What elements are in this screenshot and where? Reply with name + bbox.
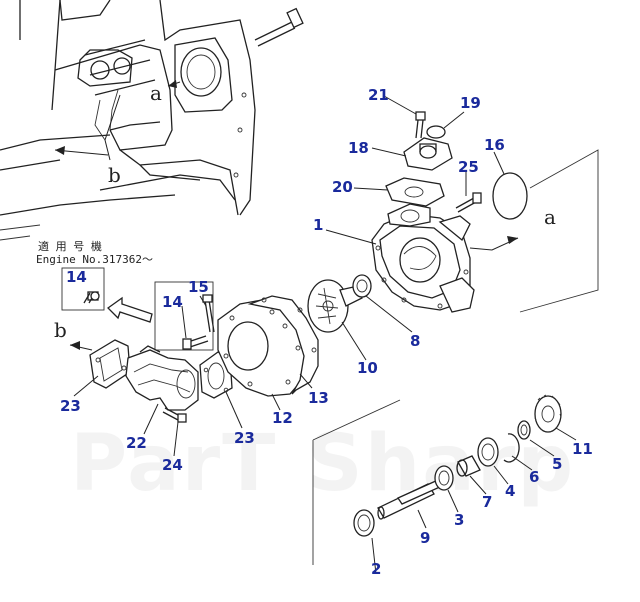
elbow-22 [125, 345, 199, 411]
callout-15: 15 [188, 278, 209, 296]
callout-2: 2 [371, 560, 381, 578]
part-14-bolt-upper [83, 291, 100, 304]
callout-16: 16 [484, 136, 505, 154]
view-letter-a-upper: a [150, 81, 162, 105]
callout-1: 1 [313, 216, 323, 234]
part-24-bolt [162, 407, 187, 423]
oring-19 [426, 125, 446, 139]
view-arrow-a-right: a [469, 205, 556, 251]
view-arrow-b-lower: b [54, 318, 93, 351]
part-14-bolt-lower [182, 335, 209, 350]
bearing-2 [353, 509, 375, 537]
bolt-21 [415, 111, 426, 139]
gasket-23-left [89, 339, 131, 389]
applicability-engine-no: Engine No.317362～ [36, 253, 153, 266]
gasket-20 [385, 177, 445, 207]
callout-23-left: 23 [60, 397, 81, 415]
view-arrow-a-upper: a [150, 80, 181, 105]
callout-numbers: 1 2 3 4 5 6 7 8 9 10 11 12 13 14 14 15 1… [60, 86, 593, 578]
part-15-bolt [202, 294, 215, 333]
callout-18: 18 [348, 139, 369, 157]
leader-lines [73, 95, 577, 575]
part-14-15-box [154, 281, 214, 351]
callout-14-upper: 14 [66, 268, 87, 286]
callout-22: 22 [126, 434, 147, 452]
callout-13: 13 [308, 389, 329, 407]
plate-18 [403, 137, 453, 171]
callout-23-right: 23 [234, 429, 255, 447]
callout-9: 9 [420, 529, 430, 547]
cover-plate-13 [247, 295, 319, 395]
hollow-arrow [106, 296, 153, 323]
callout-21: 21 [368, 86, 389, 104]
seal-8 [352, 274, 372, 298]
bolt-25 [455, 192, 482, 213]
callout-10: 10 [357, 359, 378, 377]
plane-right [519, 149, 599, 313]
callout-14-lower: 14 [162, 293, 183, 311]
callout-8: 8 [410, 332, 420, 350]
view-letter-b-upper: b [108, 163, 121, 187]
view-letter-a-right: a [544, 205, 556, 229]
spacer-7 [456, 455, 481, 477]
callout-12: 12 [272, 409, 293, 427]
bearing-4 [477, 437, 499, 467]
watermark: ParT Sharp [70, 419, 575, 509]
applicability-label-jp: 適 用 号 機 [38, 239, 102, 253]
callout-6: 6 [529, 468, 539, 486]
callout-20: 20 [332, 178, 353, 196]
washer-5 [517, 420, 531, 440]
callout-25: 25 [458, 158, 479, 176]
callout-11: 11 [572, 440, 593, 458]
oring-16 [492, 172, 528, 220]
top-bolt [254, 7, 304, 47]
callout-24: 24 [162, 456, 183, 474]
callout-5: 5 [552, 455, 562, 473]
callout-4: 4 [505, 482, 515, 500]
part-14-box-upper [61, 267, 105, 311]
gear-11 [534, 394, 562, 433]
pump-body-1 [371, 203, 475, 313]
callout-19: 19 [460, 94, 481, 112]
shaft-9 [377, 479, 443, 520]
snap-ring-6 [503, 433, 520, 463]
plane-lower [312, 399, 401, 565]
callout-7: 7 [482, 493, 492, 511]
view-arrow-b-upper: b [54, 94, 121, 187]
bearing-3 [434, 465, 454, 491]
applicability-note: 適 用 号 機 Engine No.317362～ [36, 239, 153, 266]
engine-block [0, 0, 256, 241]
view-letter-b-lower: b [54, 318, 67, 342]
callout-3: 3 [454, 511, 464, 529]
